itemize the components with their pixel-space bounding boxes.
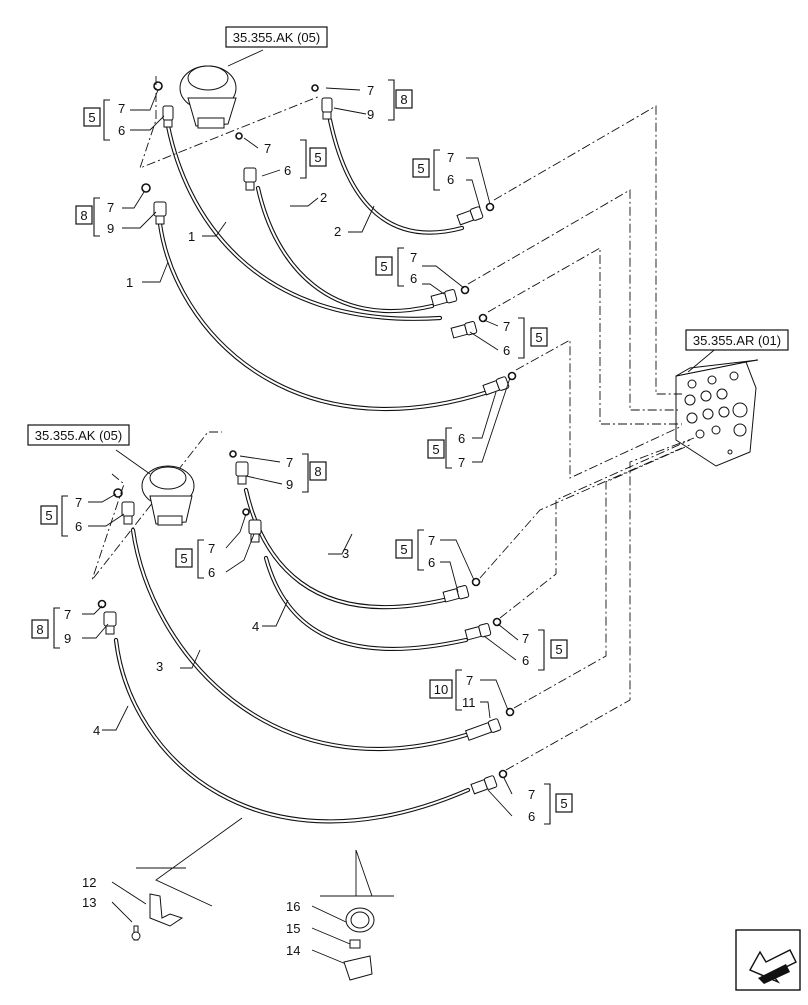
connection-lines: [467, 105, 695, 771]
item-number: 16: [286, 899, 300, 914]
previous-page-arrow-icon[interactable]: [735, 929, 801, 991]
kit-number: 5: [432, 442, 439, 457]
item-number: 7: [118, 101, 125, 116]
pilot-valve-lower: [91, 431, 222, 581]
kit-number: 5: [417, 161, 424, 176]
item-number: 6: [118, 123, 125, 138]
item-number: 6: [75, 519, 82, 534]
kit-number: 5: [180, 551, 187, 566]
kit-number: 5: [535, 330, 542, 345]
item-number: 7: [503, 319, 510, 334]
item-number: 6: [284, 163, 291, 178]
kit-number: 8: [400, 92, 407, 107]
kit-number: 10: [434, 682, 448, 697]
pilot-valve-upper-reference[interactable]: 35.355.AK (05): [225, 26, 328, 48]
item-number: 9: [64, 631, 71, 646]
pilot-valve-lower-reference[interactable]: 35.355.AK (05): [27, 424, 130, 446]
kit-number: 5: [560, 796, 567, 811]
item-number: 7: [264, 141, 271, 156]
kit-number: 5: [555, 642, 562, 657]
kit-number: 8: [80, 208, 87, 223]
item-number: 4: [93, 723, 100, 738]
item-number: 7: [447, 150, 454, 165]
kit-number: 8: [314, 464, 321, 479]
item-number: 4: [252, 619, 259, 634]
item-number: 6: [503, 343, 510, 358]
item-number: 7: [458, 455, 465, 470]
item-number: 13: [82, 895, 96, 910]
control-valve-block: [675, 359, 759, 467]
item-number: 2: [334, 224, 341, 239]
item-number: 14: [286, 943, 300, 958]
item-numbers: 7 6 7 9 1 1 7 6 2 2 7 9 7 6 7 6 7 6 6 7 …: [64, 83, 535, 958]
item-number: 6: [410, 271, 417, 286]
hose-group-lower: [113, 487, 471, 824]
leader-lines: [82, 49, 720, 965]
item-number: 6: [522, 653, 529, 668]
reference-label: 35.355.AK (05): [35, 428, 122, 443]
item-number: 6: [528, 809, 535, 824]
item-number: 7: [107, 200, 114, 215]
item-number: 11: [462, 695, 476, 710]
kit-number: 5: [88, 110, 95, 125]
hose-group-upper: [157, 117, 491, 411]
item-number: 6: [208, 565, 215, 580]
item-number: 7: [410, 250, 417, 265]
item-number: 1: [126, 275, 133, 290]
item-number: 7: [208, 541, 215, 556]
item-number: 9: [286, 477, 293, 492]
kit-number: 5: [380, 259, 387, 274]
item-number: 6: [458, 431, 465, 446]
kit-number: 5: [45, 508, 52, 523]
clamp-detail-right: [320, 849, 394, 981]
item-number: 9: [107, 221, 114, 236]
item-number: 12: [82, 875, 96, 890]
kit-number: 5: [400, 542, 407, 557]
item-number: 2: [320, 190, 327, 205]
item-number: 6: [428, 555, 435, 570]
kit-number: 8: [36, 622, 43, 637]
item-number: 7: [286, 455, 293, 470]
clamp-detail-left: [131, 817, 243, 941]
item-number: 6: [447, 172, 454, 187]
item-number: 3: [156, 659, 163, 674]
control-valve-reference[interactable]: 35.355.AR (01): [685, 329, 789, 351]
item-number: 7: [428, 533, 435, 548]
item-number: 7: [466, 673, 473, 688]
item-number: 7: [522, 631, 529, 646]
kit-box: 5 8 8 5 5 5 5 5 8 5 5 5 8 5 10 5: [31, 89, 573, 813]
item-number: 7: [75, 495, 82, 510]
item-number: 15: [286, 921, 300, 936]
reference-label: 35.355.AR (01): [693, 333, 781, 348]
brackets: [53, 79, 551, 825]
item-number: 7: [367, 83, 374, 98]
pilot-valve-upper: [139, 65, 321, 169]
fittings: [97, 81, 517, 795]
kit-number: 5: [314, 150, 321, 165]
reference-label: 35.355.AK (05): [233, 30, 320, 45]
item-number: 7: [64, 607, 71, 622]
item-number: 3: [342, 546, 349, 561]
item-number: 9: [367, 107, 374, 122]
item-number: 1: [188, 229, 195, 244]
item-number: 7: [528, 787, 535, 802]
